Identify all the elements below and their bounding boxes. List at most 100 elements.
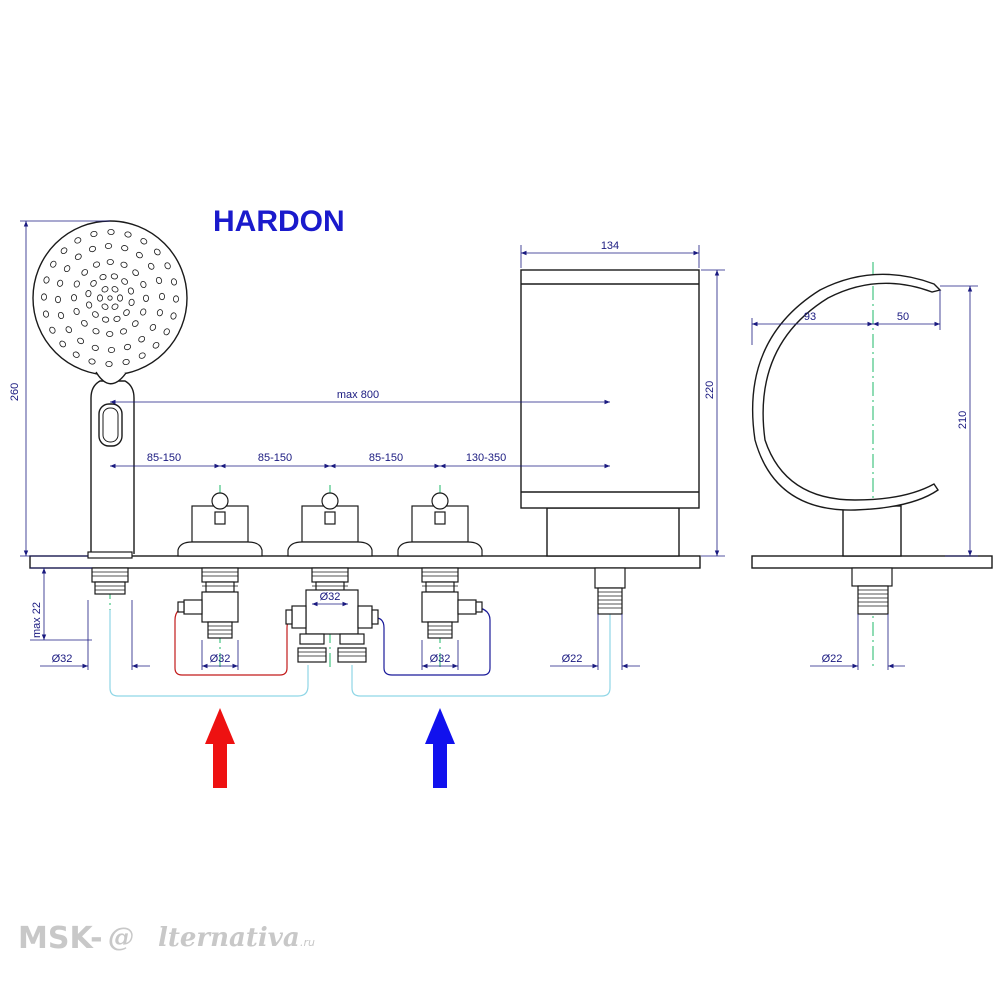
dim-side-width-right: 50	[897, 311, 909, 323]
cold-supply-pipe	[375, 606, 491, 676]
nozzle	[105, 360, 113, 368]
nozzle	[140, 280, 147, 289]
nozzle	[54, 295, 62, 304]
nozzle	[123, 343, 132, 351]
nozzle	[117, 294, 124, 302]
shower-mount-nut	[87, 551, 133, 595]
connection-hoses	[109, 606, 611, 697]
nozzle	[140, 308, 147, 316]
nozzle	[43, 276, 50, 284]
nozzle	[81, 319, 88, 327]
cold-water-arrow	[425, 708, 455, 788]
nozzle	[132, 269, 139, 277]
nozzle	[74, 237, 82, 244]
valve-1	[177, 492, 263, 639]
nozzle	[99, 274, 107, 281]
nozzle	[106, 331, 114, 338]
nozzle	[57, 311, 65, 320]
nozzle	[88, 245, 97, 253]
nozzle	[107, 295, 113, 301]
dimension-lines	[20, 220, 978, 670]
dim-spacing-4: 130-350	[466, 452, 506, 464]
nozzle	[74, 253, 82, 261]
nozzle	[122, 358, 130, 366]
nozzle	[111, 286, 119, 293]
nozzle	[121, 245, 129, 252]
nozzle	[164, 262, 171, 270]
nozzle	[170, 278, 178, 286]
valve-3	[397, 492, 483, 639]
dim-valve-3-diameter: Ø32	[430, 653, 451, 665]
dim-spacing-1: 85-150	[147, 452, 181, 464]
valve-2	[287, 492, 373, 593]
dim-shower-diameter: Ø32	[52, 653, 73, 665]
nozzle	[111, 303, 119, 310]
dim-spacing-3: 85-150	[369, 452, 403, 464]
shower-hose	[109, 610, 309, 697]
nozzle	[149, 323, 157, 331]
dim-side-height: 210	[957, 411, 969, 429]
nozzle	[152, 341, 160, 349]
dim-spout-height: 220	[704, 381, 716, 399]
nozzle	[86, 301, 93, 309]
dim-spout-width: 134	[601, 240, 619, 252]
nozzle	[172, 295, 180, 303]
nozzle	[138, 352, 146, 359]
dim-mixer-diameter: Ø32	[320, 591, 341, 603]
nozzle	[50, 260, 57, 268]
spout-mount-nut	[594, 567, 626, 615]
nozzle	[96, 294, 103, 302]
nozzle	[131, 320, 139, 327]
nozzle	[42, 310, 50, 318]
nozzle	[102, 316, 110, 323]
dim-spout-diameter: Ø22	[562, 653, 583, 665]
nozzle	[113, 315, 121, 322]
watermark-suffix: .ru	[300, 936, 315, 949]
nozzle	[91, 344, 99, 351]
product-title: HARDON	[213, 205, 345, 238]
nozzle	[147, 262, 155, 270]
nozzle	[90, 280, 97, 287]
dim-valve-1-diameter: Ø32	[210, 653, 231, 665]
bath-spout-front	[520, 269, 700, 557]
nozzle	[72, 351, 80, 358]
dim-hose-max-length: max 800	[337, 389, 379, 401]
nozzle	[120, 261, 128, 268]
nozzle	[153, 248, 161, 256]
nozzle	[73, 280, 80, 288]
nozzle	[128, 298, 135, 306]
nozzle	[92, 261, 101, 268]
nozzle	[60, 247, 68, 255]
dim-spacing-2: 85-150	[258, 452, 292, 464]
nozzle	[57, 279, 64, 287]
nozzle	[65, 326, 73, 334]
nozzle	[101, 303, 109, 310]
nozzle	[73, 307, 80, 316]
nozzle	[49, 326, 56, 334]
nozzle	[107, 346, 116, 354]
nozzle	[163, 328, 170, 336]
mixer-body	[285, 589, 379, 663]
dim-max-deck-thickness: max 22	[31, 602, 43, 638]
nozzle	[92, 328, 100, 335]
nozzle	[158, 292, 166, 301]
nozzle	[101, 286, 109, 293]
dim-hand-shower-height: 260	[9, 383, 21, 401]
nozzle	[90, 230, 98, 238]
shower-button	[98, 403, 123, 447]
nozzle	[107, 228, 115, 236]
valves	[177, 492, 483, 639]
watermark-left: MSK-	[18, 921, 103, 956]
side-mount-nut	[851, 567, 893, 615]
dimension-labels: 260 134 220 max 800 85-150 85-150 85-150…	[9, 240, 969, 665]
dim-side-width-left: 93	[804, 311, 816, 323]
nozzle	[81, 269, 89, 276]
nozzle	[135, 251, 143, 259]
nozzle	[88, 358, 96, 365]
watermark-mark: @	[108, 923, 134, 953]
nozzle	[142, 294, 149, 302]
nozzle	[119, 328, 128, 335]
nozzle	[40, 293, 48, 301]
nozzle	[106, 258, 114, 265]
